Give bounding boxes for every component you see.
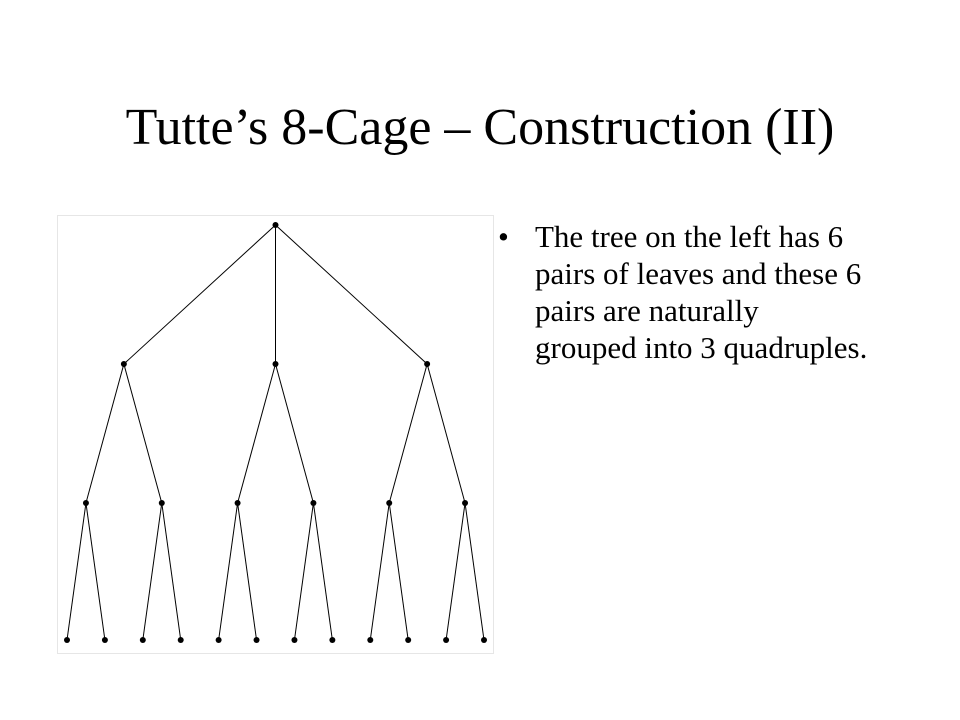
tree-leaf-node [405, 637, 412, 643]
tree-internal-node [272, 361, 279, 367]
tree-internal-node [234, 500, 241, 506]
tree-edge [312, 502, 333, 641]
tree-leaf-node [215, 637, 222, 643]
tree-leaf-node [367, 637, 374, 643]
tree-edge [85, 363, 125, 504]
bullet-list: • The tree on the left has 6 pairs of le… [498, 218, 868, 366]
tree-internal-node [158, 500, 165, 506]
tree-internal-node [462, 500, 469, 506]
tree-edge [275, 224, 428, 365]
tree-diagram [57, 215, 494, 654]
tree-edge [388, 363, 428, 504]
tree-leaf-node [177, 637, 184, 643]
slide-title: Tutte’s 8-Cage – Construction (II) [125, 99, 835, 156]
tree-internal-node [310, 500, 317, 506]
tree-edge [66, 502, 87, 641]
tree-leaf-node [101, 637, 108, 643]
tree-internal-node [120, 361, 127, 367]
tree-leaf-node [253, 637, 260, 643]
tree-edge [123, 224, 276, 365]
tree-leaf-node [139, 637, 146, 643]
tree-leaf-node [64, 637, 70, 643]
tree-edge [426, 363, 466, 504]
tree-edge [142, 502, 163, 641]
tree-edge [293, 502, 314, 641]
bullet-marker: • [498, 219, 509, 254]
tree-edge [237, 363, 276, 504]
tree-leaf-node [481, 637, 487, 643]
tree-root-node [272, 222, 279, 228]
tree-edge [369, 502, 390, 641]
tree-svg [64, 222, 487, 643]
tree-edge [161, 502, 182, 641]
tree-edge [218, 502, 239, 641]
tree-internal-node [386, 500, 393, 506]
tree-edge [275, 363, 314, 504]
tree-nodes [64, 222, 487, 643]
tree-edge [237, 502, 258, 641]
tree-internal-node [424, 361, 431, 367]
tree-edge [464, 502, 485, 641]
tree-leaf-node [329, 637, 336, 643]
tree-edge [123, 363, 163, 504]
tree-edge [85, 502, 106, 641]
tree-internal-node [82, 500, 89, 506]
tree-edges [66, 224, 485, 641]
tree-edge [445, 502, 466, 641]
bullet-item: • The tree on the left has 6 pairs of le… [498, 218, 868, 366]
tree-edge [388, 502, 409, 641]
tree-leaf-node [291, 637, 298, 643]
bullet-text: The tree on the left has 6 pairs of leav… [535, 219, 868, 365]
tree-leaf-node [443, 637, 450, 643]
